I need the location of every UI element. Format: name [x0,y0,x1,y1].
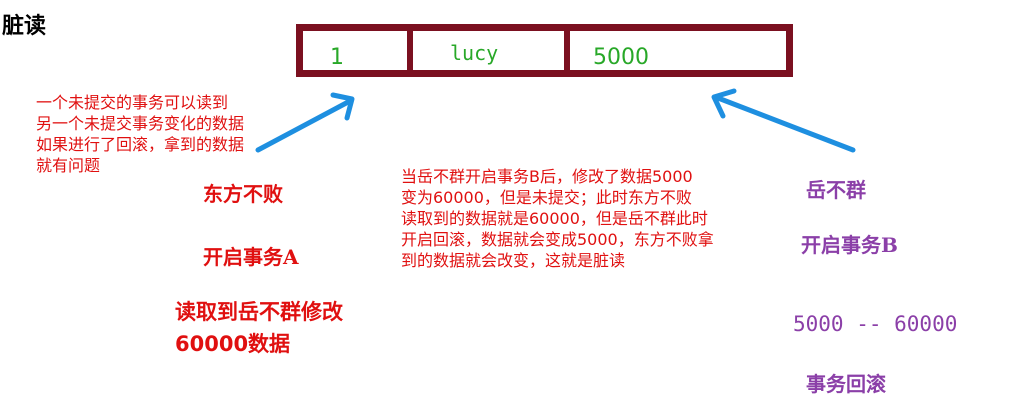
middle-note-line: 变为60000，但是未提交；此时东方不败 [401,188,692,207]
left-note-line: 就有问题 [36,156,101,175]
middle-note-line: 读取到的数据就是60000，但是岳不群此时 [401,209,708,228]
middle-note-line: 开启回滚，数据就会变成5000，东方不败拿 [401,230,714,249]
data-row-table: 1 lucy 5000 [296,24,793,77]
middle-explanation: 当岳不群开启事务B后，修改了数据5000 变为60000，但是未提交；此时东方不… [401,166,714,271]
cell-divider [407,31,413,70]
left-note-line: 一个未提交的事务可以读到 [36,93,229,112]
tx-a-user: 东方不败 [203,182,283,206]
tx-a-read-line: 读取到岳不群修改 [175,300,343,324]
cell-divider [564,31,570,70]
cell-name: lucy [450,41,499,65]
left-arrow [255,92,355,153]
cell-money: 5000 [593,45,649,70]
right-arrow [711,88,856,153]
tx-b-start: 开启事务B [801,233,898,257]
left-explanation: 一个未提交的事务可以读到 另一个未提交事务变化的数据 如果进行了回滚，拿到的数据… [36,92,244,176]
middle-note-line: 当岳不群开启事务B后，修改了数据5000 [401,167,693,186]
left-note-line: 另一个未提交事务变化的数据 [36,114,245,133]
tx-a-read-line: 60000数据 [175,332,291,356]
middle-note-line: 到的数据就会改变，这就是脏读 [401,251,626,270]
tx-b-change: 5000 -- 60000 [793,312,958,336]
cell-id: 1 [330,45,344,70]
tx-b-rollback: 事务回滚 [806,372,886,396]
tx-a-start: 开启事务A [203,245,299,269]
left-note-line: 如果进行了回滚，拿到的数据 [36,135,245,154]
tx-a-read: 读取到岳不群修改 60000数据 [175,296,343,360]
tx-b-user: 岳不群 [806,178,866,202]
diagram-title: 脏读 [2,14,47,39]
